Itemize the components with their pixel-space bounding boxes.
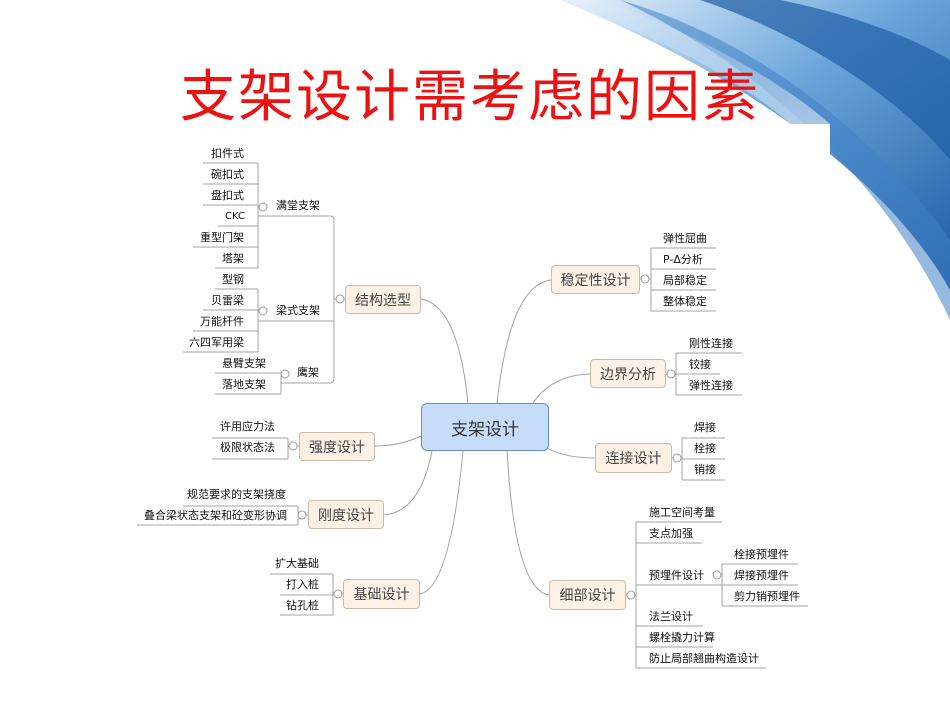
leaf[interactable]: 重型门架 (200, 231, 244, 244)
collapse-toggle[interactable] (335, 294, 345, 304)
leaf[interactable]: CKC (225, 211, 245, 222)
mindmap-connectors (137, 162, 808, 669)
leaf[interactable]: 支点加强 (649, 527, 693, 540)
leaf[interactable]: 扣件式 (211, 147, 244, 160)
central-topic[interactable]: 支架设计 (421, 403, 549, 451)
leaf[interactable]: 预埋件设计 (649, 569, 704, 582)
topic-boundary[interactable]: 边界分析 (590, 359, 666, 388)
leaf[interactable]: 六四军用梁 (189, 336, 244, 349)
leaf[interactable]: 螺栓撬力计算 (649, 631, 715, 644)
leaf[interactable]: 打入桩 (286, 578, 319, 591)
branch-label[interactable]: 梁式支架 (276, 304, 320, 317)
topic-strength[interactable]: 强度设计 (299, 432, 375, 461)
leaf[interactable]: 局部稳定 (663, 274, 707, 287)
branch-label[interactable]: 满堂支架 (276, 199, 320, 212)
leaf[interactable]: 型钢 (222, 273, 244, 286)
topic-foundation[interactable]: 基础设计 (343, 579, 420, 609)
branch-label[interactable]: 鹰架 (297, 366, 319, 379)
leaf[interactable]: 栓接预埋件 (734, 548, 789, 561)
leaf[interactable]: 盘扣式 (211, 189, 244, 202)
topic-structure[interactable]: 结构选型 (345, 285, 421, 314)
leaf[interactable]: 规范要求的支架挠度 (187, 488, 286, 501)
leaf[interactable]: 防止局部翘曲构造设计 (649, 652, 759, 665)
leaf[interactable]: 剪力销预埋件 (734, 590, 800, 603)
leaf[interactable]: 栓接 (694, 442, 716, 455)
leaf[interactable]: 整体稳定 (663, 295, 707, 308)
leaf[interactable]: 万能杆件 (200, 315, 244, 328)
topic-stiffness[interactable]: 刚度设计 (308, 500, 384, 529)
leaf[interactable]: 弹性连接 (689, 379, 733, 392)
leaf[interactable]: 弹性屈曲 (663, 232, 707, 245)
leaf[interactable]: 焊接 (694, 421, 716, 434)
leaf[interactable]: 焊接预埋件 (734, 569, 789, 582)
leaf[interactable]: 铰接 (689, 358, 711, 371)
leaf[interactable]: 悬臂支架 (222, 357, 266, 370)
leaf[interactable]: P-Δ分析 (663, 253, 703, 266)
leaf[interactable]: 法兰设计 (649, 610, 693, 623)
topic-connection[interactable]: 连接设计 (595, 443, 672, 473)
leaf[interactable]: 许用应力法 (220, 420, 275, 433)
topic-detail[interactable]: 细部设计 (549, 580, 626, 610)
leaf[interactable]: 极限状态法 (220, 441, 275, 454)
leaf[interactable]: 刚性连接 (689, 337, 733, 350)
leaf[interactable]: 叠合梁状态支架和砼变形协调 (144, 509, 287, 522)
leaf[interactable]: 钻孔桩 (286, 599, 319, 612)
leaf[interactable]: 落地支架 (222, 378, 266, 391)
leaf[interactable]: 扩大基础 (275, 557, 319, 570)
leaf[interactable]: 施工空间考量 (649, 506, 715, 519)
leaf[interactable]: 塔架 (222, 252, 244, 265)
leaf[interactable]: 销接 (694, 463, 716, 476)
mindmap: 支架设计 结构选型 稳定性设计 边界分析 连接设计 细部设计 强度设计 刚度设计… (130, 124, 830, 690)
leaf[interactable]: 碗扣式 (211, 168, 244, 181)
topic-stability[interactable]: 稳定性设计 (551, 265, 640, 294)
slide-title: 支架设计需考虑的因素 (180, 65, 760, 130)
leaf[interactable]: 贝雷梁 (211, 294, 244, 307)
